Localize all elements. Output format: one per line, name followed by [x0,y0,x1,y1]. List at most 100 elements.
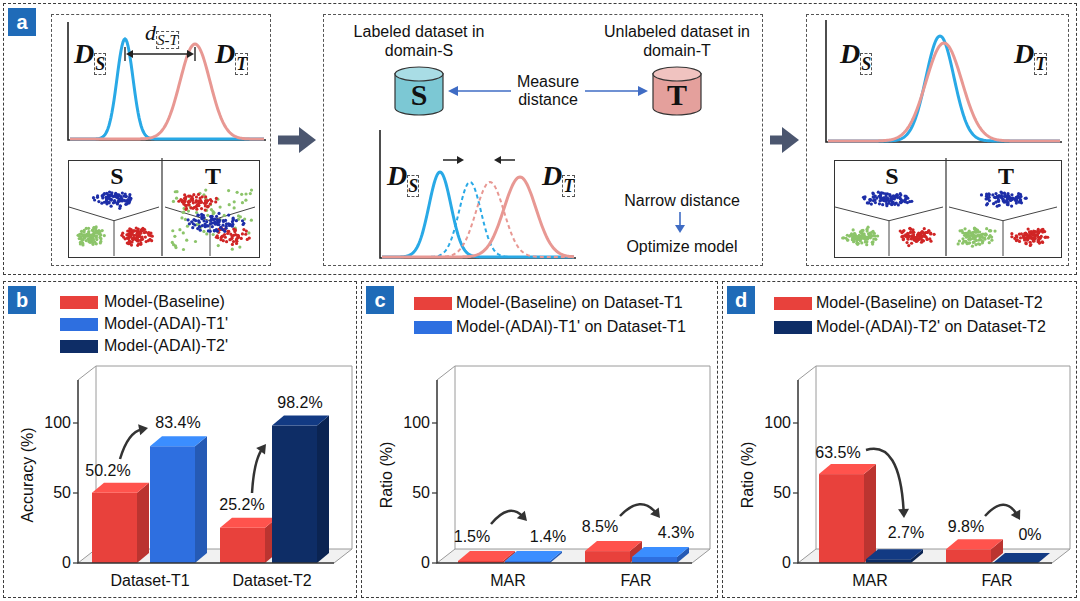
sample-dot [214,200,217,203]
sample-dot [99,240,102,243]
sample-dot [195,208,198,211]
sample-dot [172,243,175,246]
sample-dot [121,232,124,235]
value-label: 8.5% [582,518,618,536]
sample-dot [958,229,961,232]
stage-box: Labeled dataset in domain-SSUnlabeled da… [323,14,763,266]
sample-dot [213,217,216,220]
sample-dot [227,189,230,192]
sample-dot [1027,236,1030,239]
panel-letter: d [727,286,755,314]
plot-axis [380,130,576,258]
sample-dot [103,234,106,237]
sample-dot [204,223,207,226]
panel-letter: a [8,8,36,36]
sample-dot [1010,198,1013,201]
sample-dot [961,242,964,245]
arrow-head [138,424,148,435]
bar-top [505,551,562,561]
chart-frame-line [96,366,352,367]
sample-dot [101,195,104,198]
sample-dot [973,240,976,243]
arrow-head [1011,509,1021,520]
sample-dot [1037,239,1040,242]
sample-dot [90,234,93,237]
sample-dot [183,193,186,196]
sample-dot [91,233,94,236]
sample-dot [184,197,187,200]
sample-dot [904,200,907,203]
tick-label: 50 [412,484,430,502]
sample-dot [927,229,930,232]
chart-frame [798,366,1070,563]
sample-dot [191,226,194,229]
sample-dot [182,210,185,213]
sample-dot [187,218,190,221]
sample-dot [1038,241,1041,244]
sample-dot [215,215,218,218]
step-text: Optimize model [626,238,737,256]
sample-dot [872,199,875,202]
sample-dot [1046,236,1049,239]
decision-boundary [69,207,159,221]
sample-dot [985,203,988,206]
sample-dot [1010,198,1013,201]
sample-dot [1032,232,1035,235]
sample-dot [228,203,231,206]
sample-dot [182,231,185,234]
sample-dot [126,200,129,203]
sample-dot [227,213,230,216]
sample-dot [971,245,974,248]
sample-dot [1014,199,1017,202]
sample-dot [121,191,124,194]
bar-side [317,416,329,563]
chart-frame-line [455,366,710,367]
sample-dot [231,248,234,251]
sample-dot [195,204,198,207]
sample-dot [150,239,153,242]
sample-dot [185,239,188,242]
sample-dot [242,222,245,225]
sample-dot [240,193,243,196]
sample-dot [194,240,197,243]
sample-dot [233,206,236,209]
chart-frame-line [352,366,353,549]
sample-dot [182,211,185,214]
legend-swatch [414,297,452,310]
axis-title: Ratio (%) [739,442,757,509]
value-label: 1.4% [530,528,566,546]
sample-dot [130,230,133,233]
bar-3d [92,483,149,563]
sample-dot [198,225,201,228]
sample-dot [901,235,904,238]
sample-dot [197,200,200,203]
sample-dot [876,234,879,237]
sample-dot [1019,200,1022,203]
sample-dot [202,230,205,233]
cluster-box: ST [68,160,260,258]
sample-dot [902,235,905,238]
sample-dot [224,236,227,239]
sample-dot [230,234,233,237]
sample-dot [93,198,96,201]
sample-dot [179,198,182,201]
chart-frame-line [816,366,1070,367]
sample-dot [211,215,214,218]
arrow-head [299,127,316,153]
sample-dot [988,196,991,199]
bar-3d [866,549,923,563]
arrow-head [675,225,685,233]
sample-dot [203,222,206,225]
distribution-label: DS [387,162,419,190]
arrow-head [898,509,909,518]
bar-top [866,549,923,559]
sample-dot [923,227,926,230]
sample-dot [237,234,240,237]
sample-dot [868,198,871,201]
sample-dot [250,188,253,191]
sample-dot [127,242,130,245]
sample-dot [76,234,79,237]
sample-dot [175,190,178,193]
sample-dot [110,191,113,194]
sample-dot [119,205,122,208]
